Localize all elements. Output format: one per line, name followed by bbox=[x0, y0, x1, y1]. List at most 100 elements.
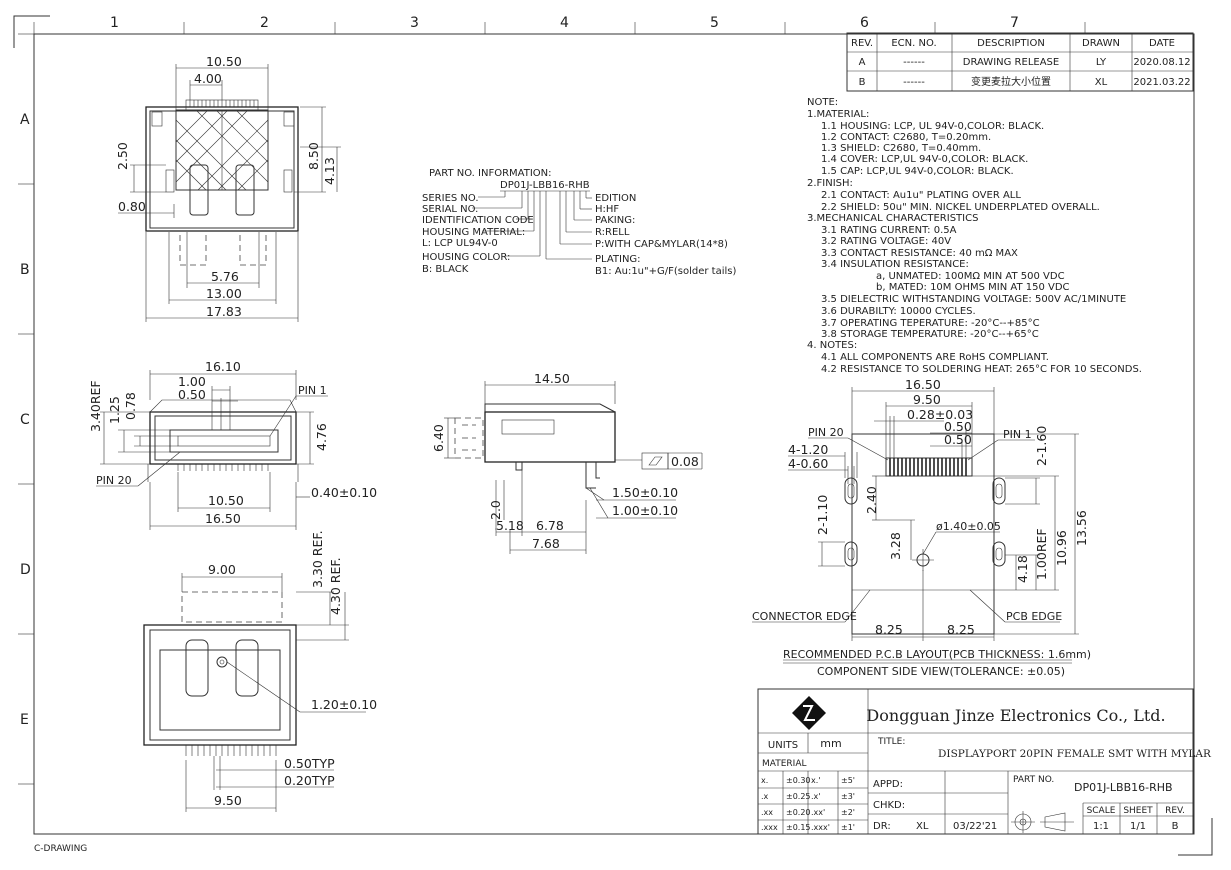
drawing-size-label: C-DRAWING bbox=[34, 844, 87, 854]
dim-label: 8.25 bbox=[947, 622, 975, 637]
dim-label: 0.78 bbox=[123, 392, 138, 420]
pcb-layout-subcaption: COMPONENT SIDE VIEW(TOLERANCE: ±0.05) bbox=[817, 665, 1065, 678]
note-line: 4.2 RESISTANCE TO SOLDERING HEAT: 265°C … bbox=[821, 364, 1142, 375]
dim-label: 1.50±0.10 bbox=[612, 485, 678, 500]
dim-label: ø1.40±0.05 bbox=[936, 520, 1001, 533]
dim-label: 1.00 bbox=[178, 374, 206, 389]
note-line: 2.FINISH: bbox=[807, 178, 853, 189]
drawing-title: DISPLAYPORT 20PIN FEMALE SMT WITH MYLAR bbox=[938, 748, 1212, 760]
dim-label: 1.25 bbox=[107, 396, 122, 424]
drawn-date-value: 03/22'21 bbox=[953, 821, 997, 832]
zone-number: 4 bbox=[560, 15, 569, 31]
dim-label: 4.00 bbox=[194, 71, 222, 86]
note-line: 3.8 STORAGE TEMPERATURE: -20°C--+65°C bbox=[821, 329, 1039, 340]
note-line: 1.1 HOUSING: LCP, UL 94V-0,COLOR: BLACK. bbox=[821, 121, 1044, 132]
dim-label: 10.50 bbox=[206, 54, 242, 69]
zone-letter: A bbox=[20, 112, 30, 128]
bottom-view: 9.00 3.30 REF. 4.30 REF. 1.20±0.10 0.50T… bbox=[143, 530, 377, 812]
pcb-edge-label: PCB EDGE bbox=[1006, 610, 1062, 623]
rev-header: DESCRIPTION bbox=[977, 38, 1045, 49]
tolerance-cell: .x' bbox=[811, 792, 820, 801]
part-number-breakdown: PART NO. INFORMATION: DP01J-LBB16-RHB SE… bbox=[422, 168, 736, 277]
part-info-right-label: PLATING: bbox=[595, 254, 641, 265]
dim-label: 4.13 bbox=[322, 157, 337, 185]
dim-label: 0.08 bbox=[671, 454, 699, 469]
dim-label: 2-1.60 bbox=[1034, 426, 1049, 466]
title-block: Dongguan Jinze Electronics Co., Ltd. UNI… bbox=[757, 688, 1212, 835]
dim-label: 10.50 bbox=[208, 493, 244, 508]
rev-header: REV. bbox=[851, 38, 873, 49]
rev-cell: A bbox=[859, 57, 866, 68]
zone-numbers: 1 2 3 4 5 6 7 bbox=[110, 15, 1019, 31]
part-info-right-label: P:WITH CAP&MYLAR(14*8) bbox=[595, 239, 728, 250]
note-line: 3.3 CONTACT RESISTANCE: 40 mΩ MAX bbox=[821, 248, 1018, 259]
rev-cell: LY bbox=[1096, 57, 1107, 68]
tolerance-cell: .xx bbox=[761, 808, 773, 817]
tolerance-cell: x.' bbox=[811, 776, 820, 785]
zone-number: 7 bbox=[1010, 15, 1019, 31]
rev-cell: 变更麦拉大小位置 bbox=[971, 75, 1051, 88]
dim-label: 4.18 bbox=[1015, 555, 1030, 583]
note-line: 2.1 CONTACT: Au1u" PLATING OVER ALL bbox=[821, 190, 1021, 201]
dim-label: 13.00 bbox=[206, 286, 242, 301]
zone-number: 1 bbox=[110, 15, 119, 31]
tolerance-cell: .xxx' bbox=[811, 823, 830, 832]
note-line: 1.2 CONTACT: C2680, T=0.20mm. bbox=[821, 132, 991, 143]
part-info-left-label: L: LCP UL94V-0 bbox=[422, 238, 498, 249]
dim-label: 6.40 bbox=[431, 424, 446, 452]
dim-label: 4-1.20 bbox=[788, 442, 828, 457]
note-line: 1.MATERIAL: bbox=[807, 109, 869, 120]
dim-label: 0.50 bbox=[944, 432, 972, 447]
part-no-value: DP01J-LBB16-RHB bbox=[1074, 781, 1173, 794]
note-line: 2.2 SHIELD: 50u" MIN. NICKEL UNDERPLATED… bbox=[821, 202, 1100, 213]
pin-20-label: PIN 20 bbox=[808, 426, 844, 439]
dim-label: 5.76 bbox=[211, 269, 239, 284]
tolerance-cell: .xxx bbox=[761, 823, 778, 832]
note-line: 3.4 INSULATION RESISTANCE: bbox=[821, 259, 969, 270]
part-info-left-label: HOUSING MATERIAL: bbox=[422, 227, 525, 238]
dim-label: 0.28±0.03 bbox=[907, 407, 973, 422]
dim-label: 3.40REF bbox=[88, 380, 103, 432]
notes-block: NOTE: 1.MATERIAL: 1.1 HOUSING: LCP, UL 9… bbox=[807, 97, 1142, 375]
part-info-right-label: B1: Au:1u"+G/F(solder tails) bbox=[595, 266, 736, 277]
dim-label: 2-1.10 bbox=[815, 495, 830, 535]
dim-label: 1.00REF bbox=[1034, 528, 1049, 580]
note-line: 3.1 RATING CURRENT: 0.5A bbox=[821, 225, 957, 236]
rev-cell: B bbox=[859, 77, 866, 88]
scale-value: 1:1 bbox=[1093, 821, 1109, 832]
note-line: 3.2 RATING VOLTAGE: 40V bbox=[821, 236, 951, 247]
note-line: b, MATED: 10M OHMS MIN AT 150 VDC bbox=[876, 282, 1070, 293]
dim-label: 0.80 bbox=[118, 199, 146, 214]
dim-label: 7.68 bbox=[532, 536, 560, 551]
rev-header: DRAWN bbox=[1082, 38, 1120, 49]
tolerance-cell: ±2' bbox=[841, 808, 855, 817]
rev-cell: 2020.08.12 bbox=[1133, 57, 1190, 68]
dim-label: 16.50 bbox=[205, 511, 241, 526]
chkd-label: CHKD: bbox=[873, 800, 905, 811]
dim-label: 6.78 bbox=[536, 518, 564, 533]
dim-label: 0.50 bbox=[944, 419, 972, 434]
dim-label: 16.50 bbox=[905, 377, 941, 392]
material-label: MATERIAL bbox=[762, 759, 807, 769]
part-code: DP01J-LBB16-RHB bbox=[500, 180, 590, 191]
tolerance-cell: ±1' bbox=[841, 823, 855, 832]
rev-value: B bbox=[1172, 821, 1179, 832]
dim-label: 10.96 bbox=[1054, 530, 1069, 566]
connector-edge-label: CONNECTOR EDGE bbox=[752, 610, 857, 623]
pin-1-label: PIN 1 bbox=[1003, 428, 1032, 441]
note-line: NOTE: bbox=[807, 97, 838, 108]
dim-label: 1.00±0.10 bbox=[612, 503, 678, 518]
dim-label: 4.76 bbox=[314, 423, 329, 451]
projection-symbol-icon bbox=[1011, 811, 1074, 833]
dim-label: 9.50 bbox=[214, 793, 242, 808]
dim-label: 9.00 bbox=[208, 562, 236, 577]
tolerance-cell: ±0.20 bbox=[786, 808, 811, 817]
zone-number: 3 bbox=[410, 15, 419, 31]
dim-label: 16.10 bbox=[205, 359, 241, 374]
rev-cell: XL bbox=[1095, 77, 1108, 88]
zone-letter: E bbox=[20, 712, 29, 728]
part-info-right-label: R:RELL bbox=[595, 227, 630, 238]
pin-1-label: PIN 1 bbox=[298, 384, 327, 397]
rev-cell: 2021.03.22 bbox=[1133, 77, 1190, 88]
